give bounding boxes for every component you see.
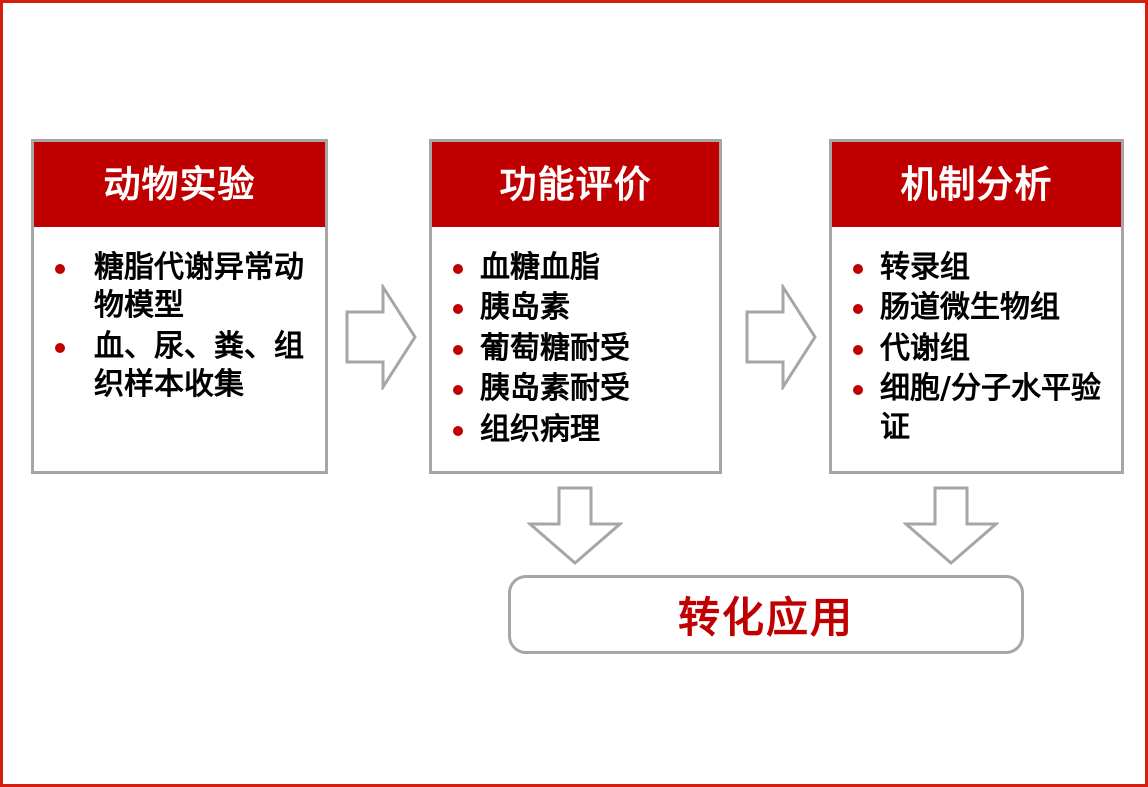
- process-box-body-mechanism-analysis: 转录组 肠道微生物组 代谢组 细胞/分子水平验证: [832, 227, 1121, 471]
- bullet-list-mechanism-analysis: 转录组 肠道微生物组 代谢组 细胞/分子水平验证: [840, 249, 1113, 447]
- arrow-right-icon: [345, 284, 417, 390]
- process-box-animal-experiment[interactable]: 动物实验 糖脂代谢异常动物模型 血、尿、粪、组织样本收集: [31, 139, 328, 474]
- list-item: 血糖血脂: [440, 249, 711, 287]
- arrow-down-icon: [903, 486, 999, 566]
- list-item: 胰岛素耐受: [440, 370, 711, 408]
- diagram-canvas: 动物实验 糖脂代谢异常动物模型 血、尿、粪、组织样本收集 功能评价 血糖血脂 胰…: [3, 3, 1145, 784]
- process-box-body-function-evaluation: 血糖血脂 胰岛素 葡萄糖耐受 胰岛素耐受 组织病理: [432, 227, 719, 471]
- list-item: 细胞/分子水平验证: [840, 370, 1113, 447]
- list-item: 代谢组: [840, 330, 1113, 368]
- arrow-right-icon: [745, 284, 817, 390]
- process-box-header-mechanism-analysis: 机制分析: [832, 142, 1121, 227]
- list-item: 糖脂代谢异常动物模型: [42, 249, 317, 326]
- process-box-function-evaluation[interactable]: 功能评价 血糖血脂 胰岛素 葡萄糖耐受 胰岛素耐受 组织病理: [429, 139, 722, 474]
- list-item: 转录组: [840, 249, 1113, 287]
- bullet-list-animal-experiment: 糖脂代谢异常动物模型 血、尿、粪、组织样本收集: [42, 249, 317, 405]
- arrow-down-icon: [527, 486, 623, 566]
- process-box-mechanism-analysis[interactable]: 机制分析 转录组 肠道微生物组 代谢组 细胞/分子水平验证: [829, 139, 1124, 474]
- process-box-header-function-evaluation: 功能评价: [432, 142, 719, 227]
- list-item: 血、尿、粪、组织样本收集: [42, 328, 317, 405]
- outcome-label: 转化应用: [677, 593, 854, 642]
- list-item: 胰岛素: [440, 289, 711, 327]
- bullet-list-function-evaluation: 血糖血脂 胰岛素 葡萄糖耐受 胰岛素耐受 组织病理: [440, 249, 711, 449]
- outcome-box-translational-application[interactable]: 转化应用: [508, 575, 1024, 654]
- process-box-body-animal-experiment: 糖脂代谢异常动物模型 血、尿、粪、组织样本收集: [34, 227, 325, 471]
- list-item: 葡萄糖耐受: [440, 330, 711, 368]
- list-item: 肠道微生物组: [840, 289, 1113, 327]
- list-item: 组织病理: [440, 411, 711, 449]
- process-box-header-animal-experiment: 动物实验: [34, 142, 325, 227]
